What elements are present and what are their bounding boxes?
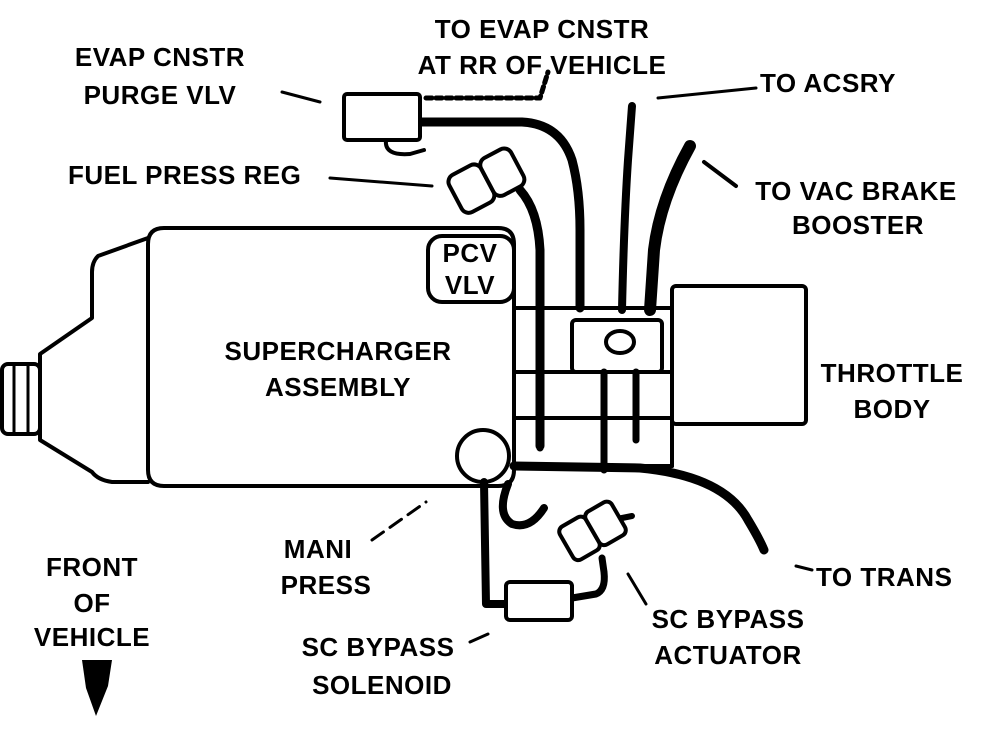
front-arrow-icon (82, 660, 112, 716)
svg-text:THROTTLE: THROTTLE (821, 358, 964, 388)
svg-text:ACTUATOR: ACTUATOR (654, 640, 801, 670)
fuel-press-regulator (446, 146, 527, 215)
hose-to-acsry (618, 102, 636, 314)
hose-evap-purge (415, 117, 585, 313)
svg-text:VLV: VLV (445, 270, 495, 300)
label-to-acsry: TO ACSRY (760, 68, 896, 98)
svg-text:PRESS: PRESS (281, 570, 372, 600)
label-pcv-vlv: PCV VLV (443, 238, 498, 300)
svg-text:AT RR OF VEHICLE: AT RR OF VEHICLE (418, 50, 667, 80)
svg-text:BOOSTER: BOOSTER (792, 210, 924, 240)
label-sc-bypass-actuator: SC BYPASS ACTUATOR (652, 604, 805, 670)
evap-purge-valve (342, 92, 426, 157)
svg-text:BODY: BODY (853, 394, 930, 424)
label-evap-cnstr-purge-vlv: EVAP CNSTR PURGE VLV (75, 42, 245, 110)
hose-fuel-press-reg (515, 185, 545, 451)
supercharger-assembly (0, 226, 516, 488)
svg-text:ASSEMBLY: ASSEMBLY (265, 372, 411, 402)
label-throttle-body: THROTTLE BODY (821, 358, 964, 424)
supercharger-body (146, 226, 516, 488)
sc-bypass-solenoid (504, 580, 574, 622)
vacuum-hoses (415, 69, 769, 608)
throttle-body (670, 284, 808, 426)
svg-text:VEHICLE: VEHICLE (34, 622, 150, 652)
label-front-of-vehicle: FRONT OF VEHICLE (34, 552, 150, 652)
label-to-trans: TO TRANS (816, 562, 952, 592)
label-supercharger-assembly: SUPERCHARGER ASSEMBLY (224, 336, 451, 402)
svg-text:PURGE VLV: PURGE VLV (84, 80, 237, 110)
label-mani-press: MANI PRESS (281, 534, 372, 600)
svg-text:OF: OF (73, 588, 110, 618)
hose-solenoid-actuator (568, 554, 608, 602)
svg-text:EVAP CNSTR: EVAP CNSTR (75, 42, 245, 72)
leader-lines (280, 86, 814, 644)
supercharger-inlet-snout (38, 236, 150, 484)
svg-text:PCV: PCV (443, 238, 498, 268)
svg-text:MANI: MANI (284, 534, 352, 564)
hose-hook (498, 480, 548, 530)
hose-to-evap-canister (423, 69, 551, 101)
svg-text:SC BYPASS: SC BYPASS (652, 604, 805, 634)
label-fuel-press-reg: FUEL PRESS REG (68, 160, 301, 190)
supercharger-inlet-flange (0, 362, 42, 436)
svg-text:TO VAC BRAKE: TO VAC BRAKE (755, 176, 957, 206)
label-to-evap-cnstr: TO EVAP CNSTR AT RR OF VEHICLE (418, 14, 667, 80)
svg-text:TO EVAP CNSTR: TO EVAP CNSTR (435, 14, 650, 44)
svg-text:SOLENOID: SOLENOID (312, 670, 452, 700)
label-sc-bypass-solenoid: SC BYPASS SOLENOID (302, 632, 455, 700)
svg-text:FRONT: FRONT (46, 552, 138, 582)
svg-text:SUPERCHARGER: SUPERCHARGER (224, 336, 451, 366)
mani-press-sensor (455, 428, 511, 484)
hose-mani-press (480, 478, 512, 608)
pcv-valve (426, 234, 516, 304)
label-to-vac-brake-booster: TO VAC BRAKE BOOSTER (755, 176, 957, 240)
svg-text:SC BYPASS: SC BYPASS (302, 632, 455, 662)
sc-bypass-actuator (557, 499, 628, 563)
hose-to-brake-booster (644, 140, 696, 316)
hose-to-trans (509, 461, 769, 555)
